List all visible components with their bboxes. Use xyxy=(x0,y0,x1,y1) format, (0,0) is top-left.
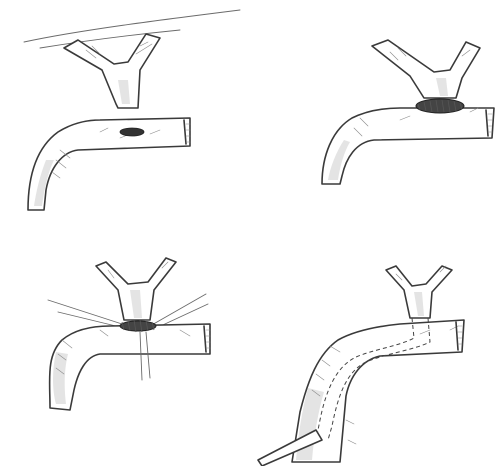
panel-step-4 xyxy=(258,266,464,466)
vessel-segment xyxy=(28,118,190,210)
bifurcated-graft xyxy=(64,34,160,108)
vessel-segment xyxy=(50,324,210,410)
panel-step-1 xyxy=(24,10,240,210)
anastomosis-ring xyxy=(416,99,464,113)
anastomosis-ring xyxy=(120,321,156,331)
arteriotomy-opening xyxy=(120,128,144,136)
background-sketch-line xyxy=(24,10,240,42)
panel-step-3 xyxy=(48,258,210,410)
panel-step-2 xyxy=(322,40,494,184)
bifurcated-graft xyxy=(372,40,480,98)
